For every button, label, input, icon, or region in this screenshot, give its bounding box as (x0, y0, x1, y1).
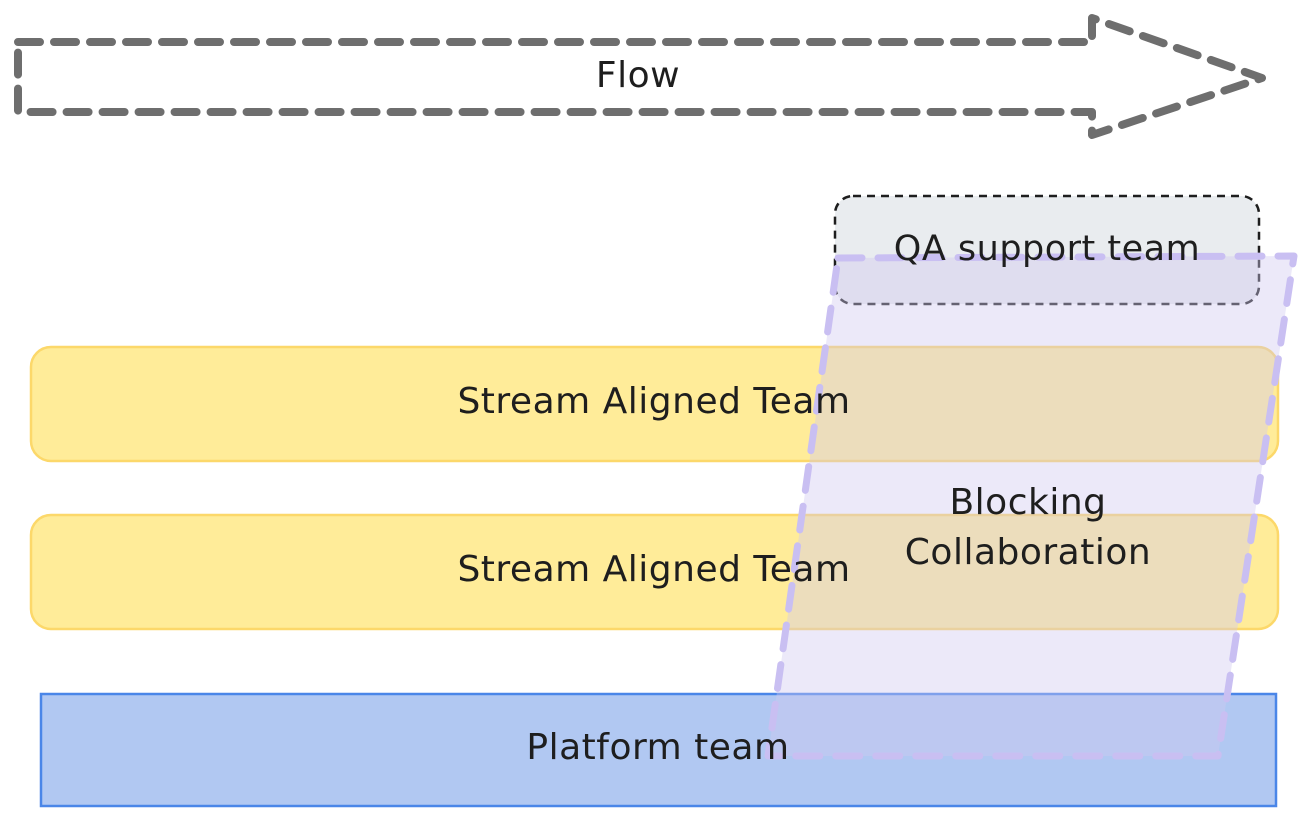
qa-support-team-label: QA support team (893, 229, 1201, 269)
blocking-collaboration-label-line1: Blocking (949, 482, 1107, 523)
blocking-collaboration-zone (764, 252, 1298, 760)
stream-aligned-team-label-1: Stream Aligned Team (457, 381, 851, 422)
stream-aligned-team-box-1 (29, 345, 1280, 463)
platform-team-box (39, 692, 1278, 808)
blocking-collaboration-label-line2: Collaboration (904, 532, 1152, 573)
flow-label: Flow (595, 55, 681, 96)
stream-aligned-team-label-2: Stream Aligned Team (457, 549, 851, 590)
stream-aligned-team-box-2 (29, 513, 1280, 631)
platform-team-label: Platform team (526, 727, 790, 768)
qa-support-team-box (833, 194, 1261, 306)
flow-arrow-outline (14, 14, 1266, 139)
